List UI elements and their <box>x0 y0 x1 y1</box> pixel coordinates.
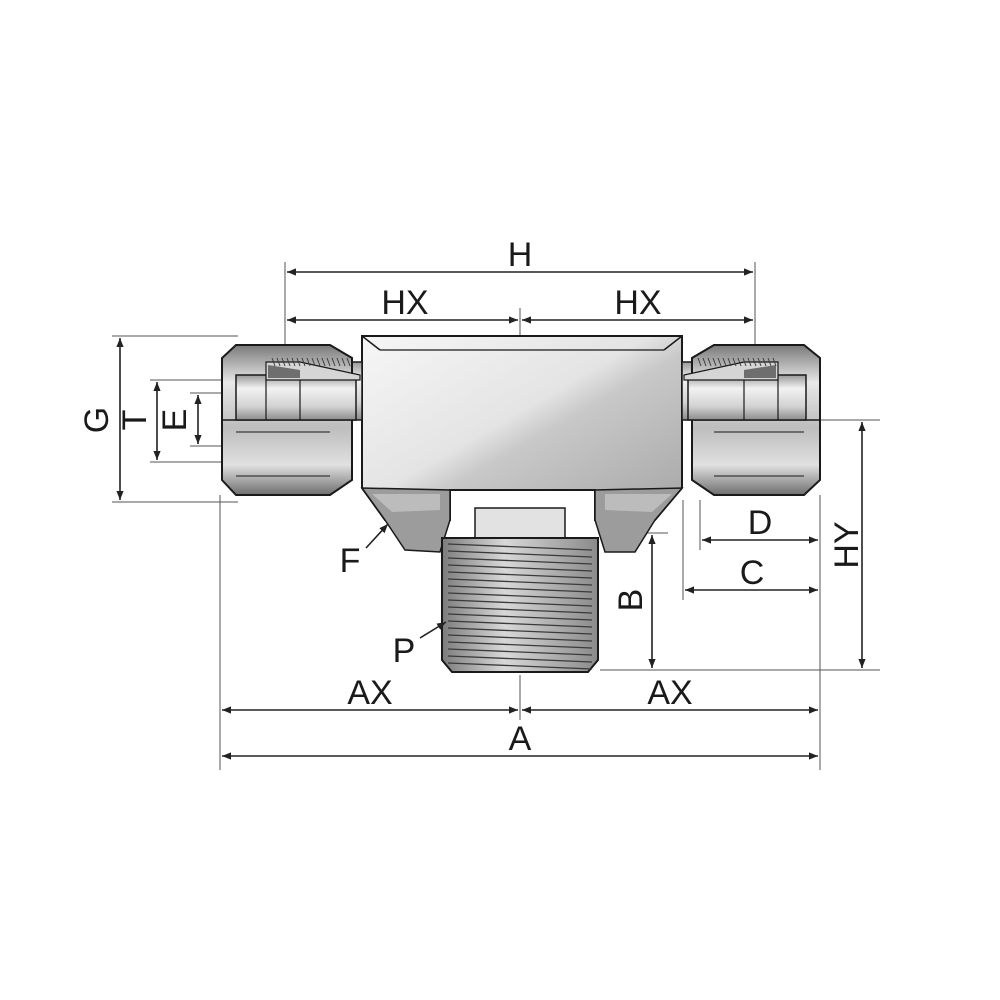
right-thread-line <box>722 357 727 367</box>
right-thread-line <box>717 357 722 367</box>
label-hx-right: HX <box>614 284 661 322</box>
extension-lines <box>112 262 880 770</box>
left-thread-line <box>326 357 331 367</box>
right-thread-line <box>697 357 702 367</box>
right-thread-line <box>702 357 707 367</box>
left-nut-assembly <box>221 344 363 496</box>
label-c: C <box>740 554 765 592</box>
left-thread-line <box>331 357 336 367</box>
right-thread-line <box>767 357 772 367</box>
left-thread-line <box>306 357 311 367</box>
right-thread-line <box>742 357 747 367</box>
leader-p <box>419 621 447 639</box>
port-thread-line <box>447 641 593 649</box>
label-e: E <box>156 409 194 432</box>
dimension-labels: H HX HX G T E F P B D C HY AX AX A <box>78 236 866 758</box>
left-thread-line <box>296 357 301 367</box>
port-thread-line <box>447 648 593 656</box>
left-thread-line <box>316 357 321 367</box>
port-thread-line <box>447 543 593 551</box>
port-threads <box>447 543 593 670</box>
port-thread-line <box>447 550 593 558</box>
label-a: A <box>509 720 532 758</box>
label-g: G <box>78 407 116 433</box>
label-p: P <box>393 632 416 670</box>
right-thread-line <box>737 357 742 367</box>
leader-f <box>365 523 389 549</box>
left-thread-line <box>286 357 291 367</box>
port-thread-line <box>447 634 593 642</box>
right-thread-line <box>727 357 732 367</box>
label-f: F <box>340 542 361 580</box>
left-thread-line <box>276 357 281 367</box>
label-hy: HY <box>828 521 866 568</box>
label-hx-left: HX <box>381 284 428 322</box>
port-thread-line <box>447 606 593 614</box>
left-thread-line <box>311 357 316 367</box>
left-thread-line <box>321 357 326 367</box>
left-thread-line <box>291 357 296 367</box>
port-thread-line <box>447 578 593 586</box>
port-thread-line <box>447 557 593 565</box>
left-thread-line <box>336 357 341 367</box>
right-nut-assembly <box>681 344 821 496</box>
left-thread-line <box>341 357 346 367</box>
left-thread-line <box>346 357 351 367</box>
port-thread-line <box>447 613 593 621</box>
left-nut-threads <box>271 357 351 367</box>
right-thread-line <box>752 357 757 367</box>
port-thread-line <box>447 627 593 635</box>
right-thread-line <box>757 357 762 367</box>
port-thread-line <box>447 662 593 670</box>
port-thread-line <box>447 564 593 572</box>
right-thread-line <box>707 357 712 367</box>
right-thread-line <box>762 357 767 367</box>
right-thread-line <box>772 357 777 367</box>
label-h: H <box>508 236 533 274</box>
right-thread-line <box>747 357 752 367</box>
label-t: T <box>116 410 154 431</box>
left-thread-line <box>281 357 286 367</box>
left-thread-line <box>271 357 276 367</box>
label-ax-left: AX <box>347 674 392 712</box>
tee-body <box>360 335 684 673</box>
label-d: D <box>748 504 773 542</box>
left-thread-line <box>301 357 306 367</box>
port-thread-line <box>447 620 593 628</box>
port-thread-line <box>447 655 593 663</box>
port-thread-line <box>447 585 593 593</box>
port-thread-line <box>447 592 593 600</box>
port-thread-line <box>447 571 593 579</box>
right-thread-line <box>732 357 737 367</box>
port-thread-line <box>447 599 593 607</box>
right-nut-threads <box>697 357 777 367</box>
label-ax-right: AX <box>647 674 692 712</box>
dimension-lines <box>116 268 866 760</box>
right-thread-line <box>712 357 717 367</box>
label-b: B <box>612 589 650 612</box>
